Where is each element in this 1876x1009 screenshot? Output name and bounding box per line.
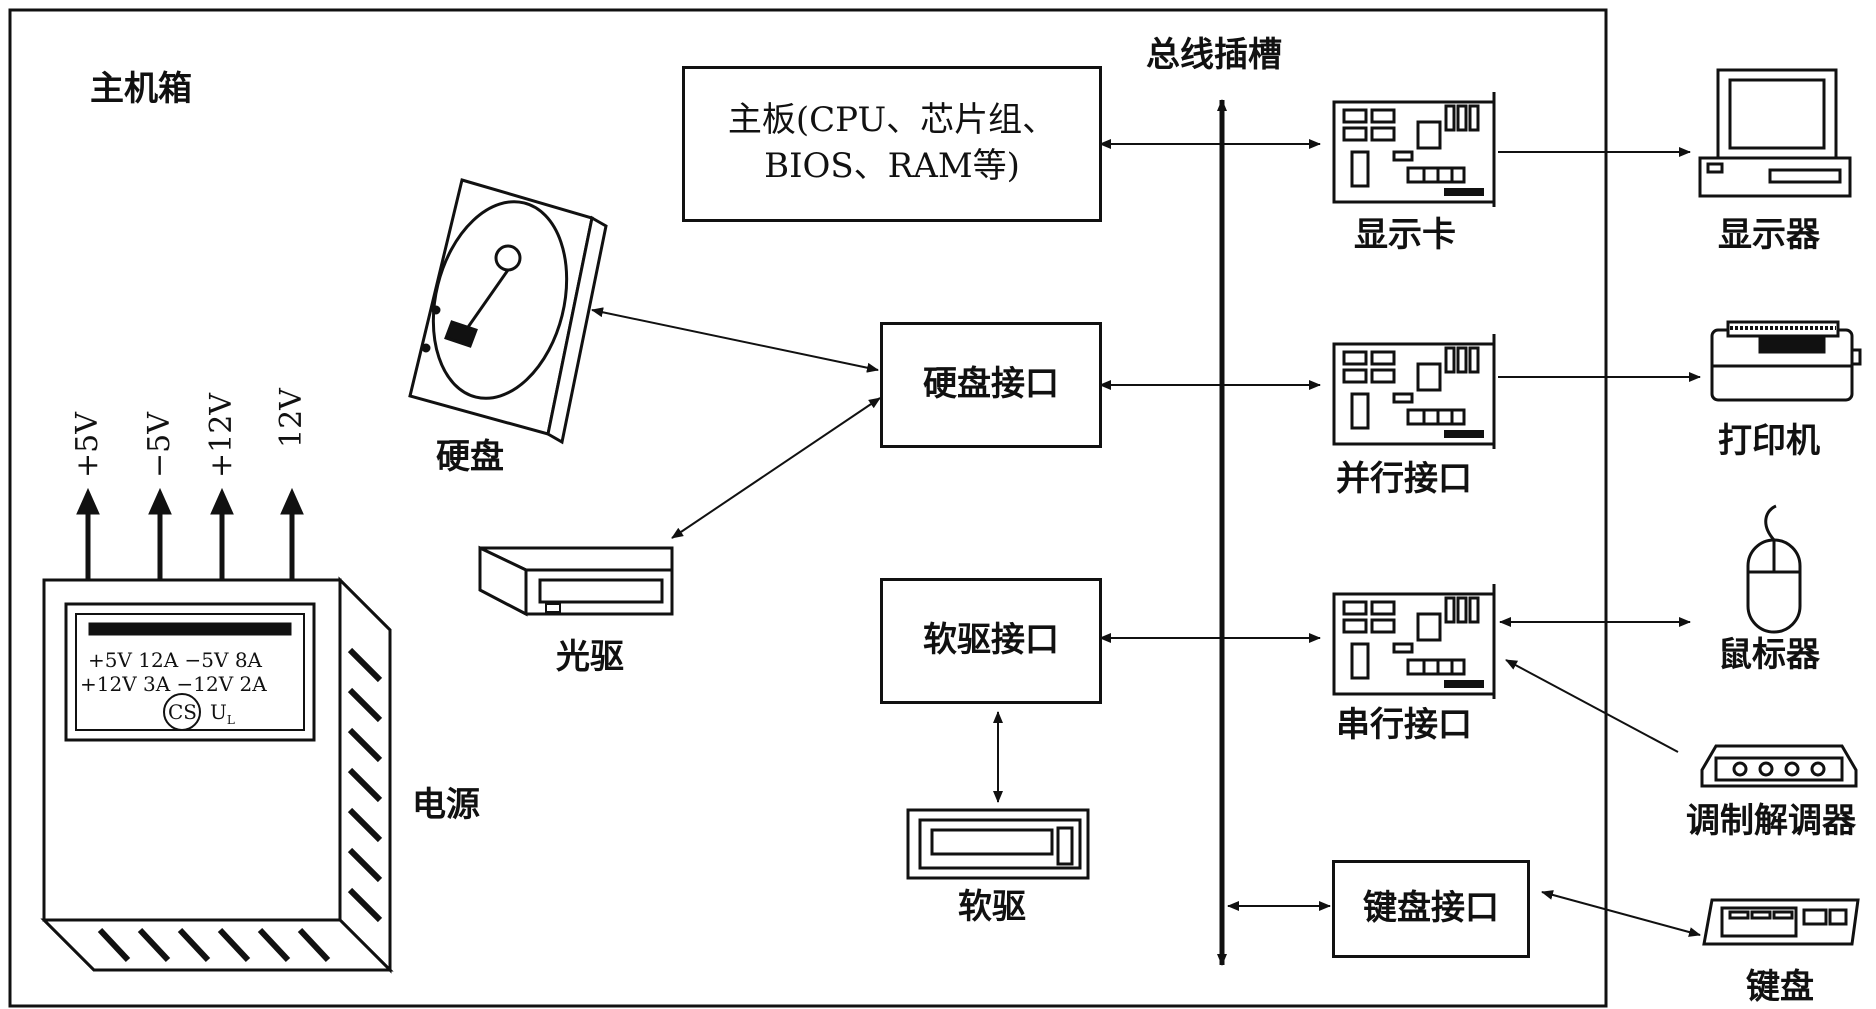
host-case-frame [8, 8, 1608, 1008]
modem-label: 调制解调器 [1686, 801, 1856, 841]
serial-port-label: 串行接口 [1336, 705, 1472, 745]
fdd-interface-label: 软驱接口 [923, 620, 1059, 661]
voltage-plus5: +5V [70, 412, 105, 478]
connector-cdrom [671, 397, 881, 539]
cdrom-icon [478, 545, 674, 617]
voltage-12: 12V [274, 388, 309, 448]
card-parallel-icon [1332, 334, 1496, 449]
psu-rating-row2: +12V 3A −12V 2A [80, 672, 267, 696]
hard-disk-icon [408, 178, 608, 445]
hard-disk-label: 硬盘 [436, 437, 504, 477]
mouse-icon [1746, 504, 1802, 634]
voltage-plus12: +12V [204, 393, 239, 478]
monitor-icon [1698, 68, 1852, 198]
hdd-interface-box: 硬盘接口 [880, 322, 1102, 448]
voltage-arrows [76, 487, 304, 580]
connector-keyboard [1541, 890, 1701, 937]
keyboard-interface-box: 键盘接口 [1332, 860, 1530, 958]
motherboard-line1: 主板(CPU、芯片组、 [727, 100, 1057, 141]
connector-modem [1505, 659, 1679, 753]
psu-vents [97, 647, 383, 963]
keyboard-interface-label: 键盘接口 [1363, 888, 1499, 929]
keyboard-icon [1702, 898, 1860, 946]
psu-rating-row1: +5V 12A −5V 8A [88, 648, 262, 672]
psu-cert-cs: CS [168, 700, 198, 724]
connector-hdd [591, 307, 879, 373]
psu-cert-ul-main: U [210, 700, 227, 724]
mouse-label: 鼠标器 [1718, 635, 1820, 675]
bus-slot-label: 总线插槽 [1146, 35, 1282, 75]
motherboard-line2: BIOS、RAM等) [764, 146, 1020, 186]
printer-label: 打印机 [1718, 421, 1820, 461]
motherboard-box: 主板(CPU、芯片组、 BIOS、RAM等) [682, 66, 1102, 222]
voltage-minus5: −5V [142, 412, 177, 478]
floppy-icon [906, 808, 1090, 880]
display-card-label: 显示卡 [1354, 215, 1456, 255]
parallel-port-label: 并行接口 [1336, 459, 1472, 499]
cdrom-label: 光驱 [556, 637, 624, 677]
power-supply-box [40, 576, 394, 974]
card-display-icon [1332, 92, 1496, 207]
hdd-interface-label: 硬盘接口 [923, 364, 1059, 405]
psu-cert-ul: UL [210, 700, 235, 727]
host-case-label: 主机箱 [90, 69, 192, 109]
card-serial-icon [1332, 584, 1496, 699]
modem-icon [1700, 744, 1858, 788]
fdd-interface-box: 软驱接口 [880, 578, 1102, 704]
psu-cert-ul-sub: L [226, 713, 235, 727]
power-supply-label: 电源 [412, 785, 480, 825]
keyboard-label: 键盘 [1746, 967, 1814, 1007]
floppy-label: 软驱 [958, 887, 1026, 927]
printer-icon [1710, 320, 1862, 402]
monitor-label: 显示器 [1718, 215, 1820, 255]
